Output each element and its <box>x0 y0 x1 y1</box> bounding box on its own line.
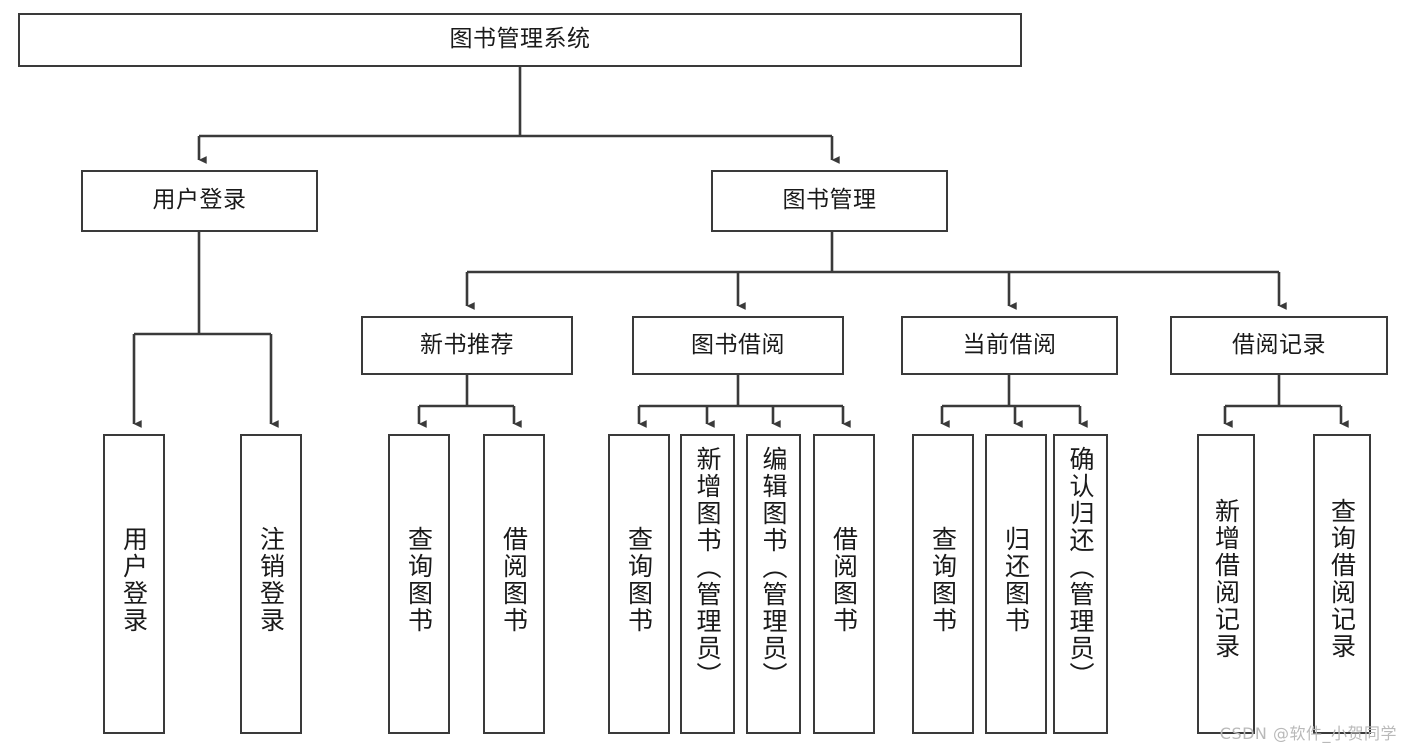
node-label: 图书借阅 <box>691 331 785 358</box>
node-label: 查询图书 <box>624 526 654 634</box>
watermark-text: CSDN @软件_小贺同学 <box>1219 724 1397 743</box>
node-leaf-add-borrow-record[interactable]: 新增借阅记录 <box>1197 434 1255 734</box>
node-borrow-record[interactable]: 借阅记录 <box>1170 316 1388 375</box>
node-label: 用户登录 <box>152 187 247 214</box>
node-label: 当前借阅 <box>962 331 1057 358</box>
node-leaf-query-book-borrow[interactable]: 查询图书 <box>608 434 670 734</box>
node-book-borrow[interactable]: 图书借阅 <box>632 316 844 375</box>
node-book-management[interactable]: 图书管理 <box>711 170 948 232</box>
node-label: 查询图书 <box>404 526 434 634</box>
node-label: 查询借阅记录 <box>1327 498 1357 660</box>
node-leaf-confirm-return[interactable]: 确认归还（管理员） <box>1053 434 1108 734</box>
node-new-book-recommend[interactable]: 新书推荐 <box>361 316 573 375</box>
node-leaf-query-book-current[interactable]: 查询图书 <box>912 434 974 734</box>
node-leaf-query-book-recommend[interactable]: 查询图书 <box>388 434 450 734</box>
node-leaf-borrow-book-recommend[interactable]: 借阅图书 <box>483 434 545 734</box>
node-label: 确认归还（管理员） <box>1066 446 1095 689</box>
node-label: 图书管理系统 <box>449 26 591 53</box>
node-label: 借阅图书 <box>829 526 859 634</box>
node-label: 用户登录 <box>119 526 149 634</box>
node-leaf-edit-book[interactable]: 编辑图书（管理员） <box>746 434 801 734</box>
node-label: 新书推荐 <box>420 331 514 358</box>
node-label: 借阅图书 <box>499 526 529 634</box>
node-leaf-logout-login[interactable]: 注销登录 <box>240 434 302 734</box>
node-label: 注销登录 <box>256 526 286 634</box>
node-label: 编辑图书（管理员） <box>759 446 788 689</box>
node-leaf-query-borrow-record[interactable]: 查询借阅记录 <box>1313 434 1371 734</box>
node-label: 新增借阅记录 <box>1211 498 1241 660</box>
node-label: 归还图书 <box>1001 526 1031 634</box>
node-leaf-return-book[interactable]: 归还图书 <box>985 434 1047 734</box>
node-leaf-user-login[interactable]: 用户登录 <box>103 434 165 734</box>
node-current-borrow[interactable]: 当前借阅 <box>901 316 1118 375</box>
node-root-book-management-system[interactable]: 图书管理系统 <box>18 13 1022 67</box>
node-label: 图书管理 <box>782 187 877 214</box>
node-leaf-borrow-book[interactable]: 借阅图书 <box>813 434 875 734</box>
node-label: 查询图书 <box>928 526 958 634</box>
node-label: 借阅记录 <box>1232 331 1326 358</box>
node-user-login[interactable]: 用户登录 <box>81 170 318 232</box>
node-label: 新增图书（管理员） <box>693 446 722 689</box>
node-leaf-add-book[interactable]: 新增图书（管理员） <box>680 434 735 734</box>
